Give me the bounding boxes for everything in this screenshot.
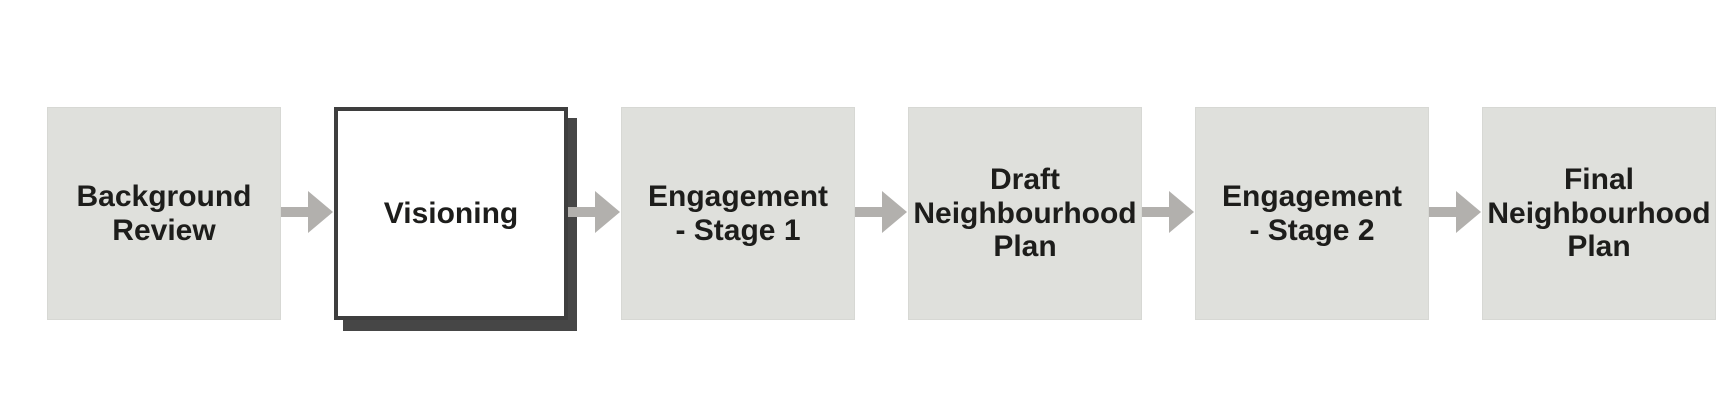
right-arrow-icon	[568, 191, 620, 233]
process-step-5: Engagement - Stage 2	[1195, 107, 1429, 320]
process-step-1: Background Review	[47, 107, 281, 320]
flow-connector	[1142, 190, 1195, 234]
right-arrow-icon	[1429, 191, 1481, 233]
right-arrow-icon	[1142, 191, 1194, 233]
process-step-2: Visioning	[334, 107, 568, 320]
flow-connector	[281, 190, 334, 234]
right-arrow-icon	[281, 191, 333, 233]
process-step-3: Engagement - Stage 1	[621, 107, 855, 320]
process-step-label: Visioning	[383, 196, 519, 230]
process-step-label: Draft Neighbourhood Plan	[913, 163, 1137, 264]
process-step-6: Final Neighbourhood Plan	[1482, 107, 1716, 320]
process-step-label: Engagement - Stage 1	[647, 179, 829, 247]
right-arrow-icon	[855, 191, 907, 233]
process-step-label: Background Review	[76, 179, 252, 247]
flow-connector	[568, 190, 621, 234]
process-step-4: Draft Neighbourhood Plan	[908, 107, 1142, 320]
process-step-label: Final Neighbourhood Plan	[1487, 163, 1711, 264]
flow-connector	[1429, 190, 1482, 234]
flow-row: Background Review Visioning Engagement -…	[47, 107, 1716, 320]
process-step-label: Engagement - Stage 2	[1221, 179, 1403, 247]
flow-connector	[855, 190, 908, 234]
